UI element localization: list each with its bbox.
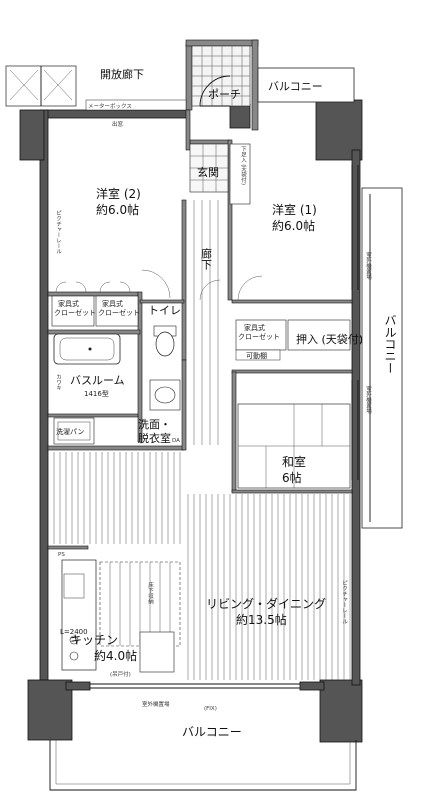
outdoor-unit-bottom-label: 室外機置場 <box>142 700 170 708</box>
storage-outer-label: 出窓 <box>112 120 124 128</box>
balcony-top-label: バルコニー <box>268 80 323 93</box>
hallway-label: 廊下 <box>200 247 213 271</box>
western-room-2-label: 洋室 (2) <box>96 186 141 201</box>
fixtures <box>53 325 181 673</box>
washing-pan-label: 洗濯パン <box>56 427 84 436</box>
western-room-1-label: 洋室 (1) <box>272 202 317 217</box>
western-room-1-area: 約6.0帖 <box>272 218 315 233</box>
bathroom-label: バスルーム <box>70 374 125 387</box>
balcony-right-label: バルコニー <box>383 314 397 374</box>
living-dining-label: リビング・ダイニング <box>206 596 326 611</box>
movable-shelf-label: 可動棚 <box>246 351 267 360</box>
porch-label: ポーチ <box>208 88 241 101</box>
entrance-area <box>5 45 251 205</box>
ps-label: PS <box>58 552 65 558</box>
japanese-room-label: 和室 <box>282 454 306 469</box>
closets <box>51 269 351 361</box>
kitchen-area: 約4.0帖 <box>94 648 137 663</box>
shoe-box-label: 下足入 (天袋付) <box>240 146 247 185</box>
living-dining-area: 約13.5帖 <box>236 612 287 627</box>
floor-storage-label: 床下収納 <box>147 581 154 606</box>
labels: 開放廊下 ポーチ バルコニー 玄関 洋室 (1) 約6.0帖 洋室 (2) 約6… <box>54 67 397 739</box>
balcony-bottom-label: バルコニー <box>182 725 242 739</box>
closet-left-2b-label: クローゼット <box>98 308 140 317</box>
western-room-2-area: 約6.0帖 <box>96 202 139 217</box>
closet-right-label: 家具式 <box>244 323 265 332</box>
storage-closet-label: 押入 (天袋付) <box>296 332 363 346</box>
meter-box-label: メーターボックス <box>88 102 132 110</box>
closet-right-b-label: クローゼット <box>238 332 280 341</box>
entrance-label: 玄関 <box>197 165 219 179</box>
washroom-label: 洗面・ <box>138 418 171 431</box>
outdoor-unit-right-bottom-label: 室外機置場 <box>365 385 372 415</box>
picture-rail-right-label: ピクチャーレール <box>341 580 348 625</box>
walls <box>19 39 363 743</box>
outdoor-unit-right-top-label: 室外機置場 <box>365 251 372 281</box>
da-label: DA <box>172 438 180 444</box>
kitchen-label: キッチン <box>70 633 118 647</box>
closet-left-2-label: 家具式 <box>102 299 123 308</box>
toilet-label: トイレ <box>148 304 181 317</box>
open-corridor-label: 開放廊下 <box>100 67 144 81</box>
bath-size-label: 1416型 <box>84 389 109 398</box>
kawaki-label: カワキ <box>55 374 62 391</box>
flooring <box>53 200 351 680</box>
closet-left-1-label: 家具式 <box>58 299 79 308</box>
picture-rail-left-label: ピクチャーレール <box>55 210 62 255</box>
japanese-room-area: 6帖 <box>282 470 302 485</box>
closet-left-1b-label: クローゼット <box>54 308 96 317</box>
kitchen-height-label: L=2400 <box>60 628 88 636</box>
cupboard-label: (吊戸付) <box>110 670 131 678</box>
windows <box>90 165 359 689</box>
balconies <box>49 67 403 791</box>
fix-window-label: (FIX) <box>204 706 217 712</box>
washroom-b-label: 脱衣室 <box>138 431 171 445</box>
